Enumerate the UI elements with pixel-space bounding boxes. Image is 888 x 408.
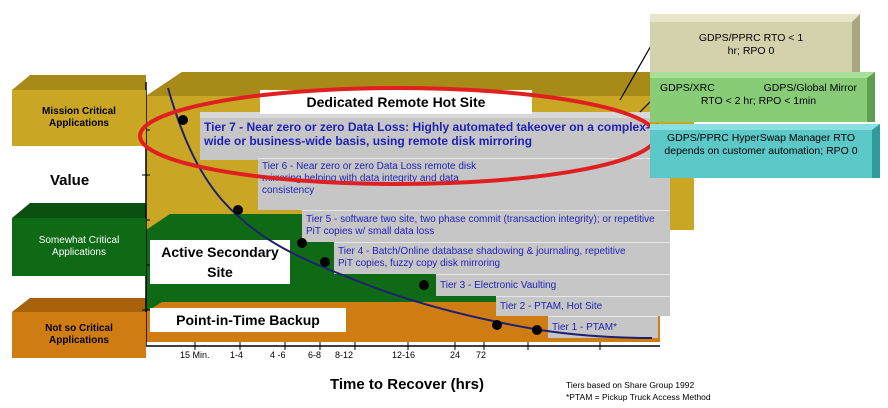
tier-7-bar: Tier 7 - Near zero or zero Data Loss: Hi… xyxy=(200,112,650,160)
footnote-line-1: Tiers based on Share Group 1992 xyxy=(566,380,695,390)
curve-point xyxy=(492,320,502,330)
curve-point xyxy=(320,257,330,267)
x-tick-label: 24 xyxy=(450,350,461,360)
gdps-pprc-box: GDPS/PPRC RTO < 1 hr; RPO 0 xyxy=(650,14,860,72)
tier-6-label: Tier 6 - Near zero or zero Data Loss rem… xyxy=(262,161,477,196)
gdps-hyperswap-box: GDPS/PPRC HyperSwap Manager RTO depends … xyxy=(650,124,880,178)
curve-points xyxy=(178,115,542,335)
recovery-curve xyxy=(167,87,653,339)
curve-point xyxy=(419,280,429,290)
callout-line xyxy=(619,43,653,101)
x-tick-label: 6-8 xyxy=(308,350,322,360)
not-so-critical-label: Not so Critical Applications xyxy=(45,323,113,346)
tier-5-bar: Tier 5 - software two site, two phase co… xyxy=(302,210,670,242)
footnote-line-2: *PTAM = Pickup Truck Access Method xyxy=(566,392,711,402)
dedicated-hot-site-label: Dedicated Remote Hot Site xyxy=(260,90,532,114)
gdps-pprc-text: GDPS/PPRC RTO < 1 hr; RPO 0 xyxy=(698,32,804,57)
x-tick-label: 15 Min. xyxy=(180,350,210,360)
x-tick-label: 8-12 xyxy=(335,350,354,360)
x-tick-label: 72 xyxy=(476,350,487,360)
tier-3-label: Tier 3 - Electronic Vaulting xyxy=(440,280,557,291)
somewhat-critical-box: Somewhat Critical Applications xyxy=(12,218,146,276)
gdps-xrc-label: GDPS/XRC xyxy=(660,82,715,94)
curve-point xyxy=(233,205,243,215)
curve-point xyxy=(297,238,307,248)
curve-point xyxy=(178,115,188,125)
gdps-global-mirror-label: GDPS/Global Mirror xyxy=(763,82,857,94)
tier-4-label: Tier 4 - Batch/Online database shadowing… xyxy=(338,246,626,269)
y-axis-label: Value xyxy=(50,172,90,189)
x-tick-label: 12-16 xyxy=(392,350,416,360)
x-axis-label: Time to Recover (hrs) xyxy=(330,376,484,393)
tier-1-bar: Tier 1 - PTAM* xyxy=(548,316,658,338)
tier-7-highlight-oval xyxy=(138,86,658,186)
somewhat-critical-label: Somewhat Critical Applications xyxy=(38,235,120,258)
x-tick-label: 1-4 xyxy=(230,350,244,360)
not-so-critical-box: Not so Critical Applications xyxy=(12,312,146,358)
point-in-time-backup-label: Point-in-Time Backup xyxy=(150,308,346,332)
tier-2-bar: Tier 2 - PTAM, Hot Site xyxy=(496,296,670,316)
tier-3-bar: Tier 3 - Electronic Vaulting xyxy=(436,274,670,296)
tier-5-label: Tier 5 - software two site, two phase co… xyxy=(306,214,655,237)
curve-point xyxy=(532,325,542,335)
tier-7-label: Tier 7 - Near zero or zero Data Loss: Hi… xyxy=(204,120,650,148)
gdps-xrc-box: GDPS/XRC GDPS/Global Mirror RTO < 2 hr; … xyxy=(650,72,875,122)
gdps-xrc-rto: RTO < 2 hr; RPO < 1min xyxy=(700,95,817,107)
x-tick-label: 4 -6 xyxy=(270,350,286,360)
mission-critical-label: Mission Critical Applications xyxy=(42,106,116,129)
tier-2-label: Tier 2 - PTAM, Hot Site xyxy=(500,301,603,312)
active-secondary-site-label: Active Secondary Site xyxy=(150,240,290,284)
gdps-hyperswap-text: GDPS/PPRC HyperSwap Manager RTO depends … xyxy=(664,132,858,157)
tier-4-bar: Tier 4 - Batch/Online database shadowing… xyxy=(334,242,670,274)
mission-critical-box: Mission Critical Applications xyxy=(12,90,146,146)
tier-1-label: Tier 1 - PTAM* xyxy=(552,322,618,333)
